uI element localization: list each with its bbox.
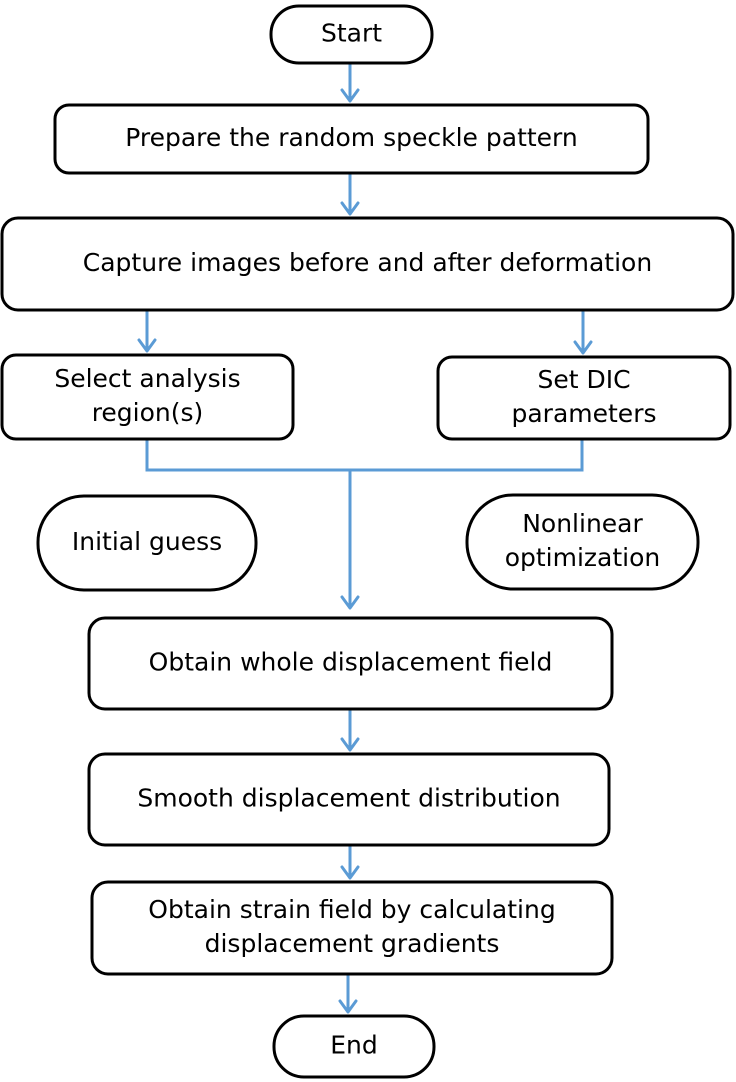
node-label: optimization (505, 543, 661, 572)
edge-displacement-smooth (340, 709, 360, 752)
edge-capture-params (573, 310, 593, 355)
node-region: Select analysis region(s) (0, 353, 295, 441)
node-label: displacement gradients (205, 929, 500, 958)
edge-merge-displacement (340, 470, 360, 610)
edge-smooth-strain (340, 845, 360, 880)
edge-capture-region (137, 310, 157, 353)
connector-line (145, 439, 350, 472)
node-label: region(s) (92, 398, 204, 427)
process-box (0, 353, 295, 441)
node-label: Initial guess (72, 527, 222, 556)
node-capture: Capture images before and after deformat… (0, 216, 735, 312)
arrowhead-icon (340, 201, 360, 216)
edge-start-speckle (340, 63, 360, 103)
node-label: parameters (511, 399, 656, 428)
node-end: End (272, 1014, 436, 1079)
arrowhead-icon (573, 340, 593, 355)
arrowhead-icon (340, 865, 360, 880)
node-smooth: Smooth displacement distribution (87, 752, 611, 847)
edge-region-merge (145, 439, 350, 472)
arrowhead-icon (338, 999, 358, 1014)
node-label: End (330, 1031, 378, 1060)
terminal-shape (272, 1014, 436, 1079)
node-nonlinear: Nonlinear optimization (465, 493, 700, 591)
node-label: Nonlinear (522, 509, 643, 538)
edge-params-merge (350, 439, 584, 472)
node-label: Select analysis (54, 364, 240, 393)
process-box (436, 355, 732, 441)
terminal-shape (269, 4, 434, 65)
process-box (87, 616, 614, 711)
arrowhead-icon (340, 88, 360, 103)
node-start: Start (269, 4, 434, 65)
process-box (87, 752, 611, 847)
arrowhead-icon (340, 737, 360, 752)
process-box (0, 216, 735, 312)
node-params: Set DIC parameters (436, 355, 732, 441)
edges-layer (137, 63, 593, 1014)
arrowhead-icon (137, 338, 157, 353)
node-guess: Initial guess (36, 494, 258, 592)
node-label: Smooth displacement distribution (137, 784, 560, 813)
process-box (90, 880, 614, 976)
node-displacement: Obtain whole displacement field (87, 616, 614, 711)
node-label: Prepare the random speckle pattern (125, 123, 578, 152)
edge-speckle-capture (340, 173, 360, 216)
node-label: Start (321, 19, 382, 48)
node-label: Obtain strain field by calculating (148, 895, 555, 924)
process-box (53, 103, 650, 175)
node-label: Set DIC (537, 365, 630, 394)
connector-line (350, 439, 584, 472)
terminal-shape (465, 493, 700, 591)
node-label: Obtain whole displacement field (149, 648, 553, 677)
terminal-shape (36, 494, 258, 592)
node-label: Capture images before and after deformat… (83, 248, 652, 277)
node-speckle: Prepare the random speckle pattern (53, 103, 650, 175)
arrowhead-icon (340, 595, 360, 610)
edge-strain-end (338, 974, 358, 1014)
node-strain: Obtain strain field by calculating displa… (90, 880, 614, 976)
